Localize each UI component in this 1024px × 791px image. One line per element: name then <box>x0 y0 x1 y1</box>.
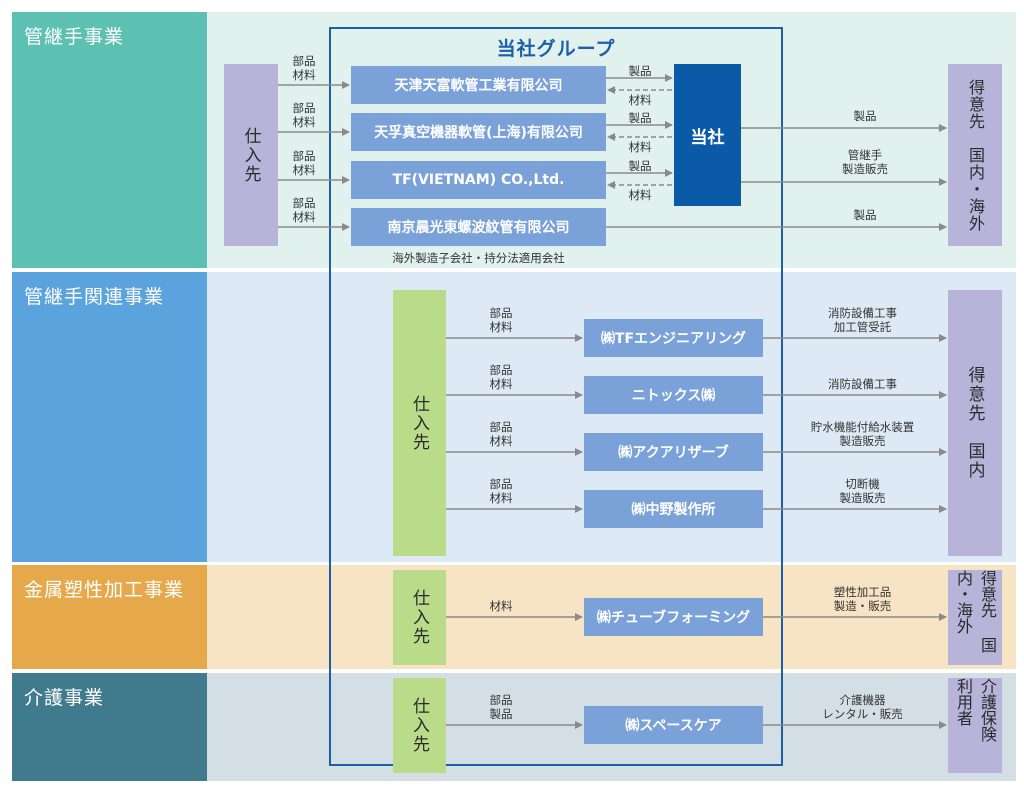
group-border <box>329 27 783 766</box>
label-product-3: 製品 <box>628 159 652 173</box>
seg1-output-label-1: 製品 <box>853 109 877 123</box>
segment-label-metal-forming: 金属塑性加工事業 <box>12 565 207 669</box>
company-tube-forming: ㈱チューブフォーミング <box>584 598 763 636</box>
company-shanghai: 天孚真空機器軟管(上海)有限公司 <box>351 113 606 151</box>
label-material-2: 材料 <box>628 140 652 154</box>
seg1-input-label-2: 部品 材料 <box>292 101 316 129</box>
seg4-supplier-box: 仕入先 <box>393 678 446 773</box>
seg4-output-label: 介護機器 レンタル・販売 <box>822 693 903 721</box>
company-nakano: ㈱中野製作所 <box>584 490 763 528</box>
company-tianjin: 天津天富軟管工業有限公司 <box>351 66 606 104</box>
seg4-customer-box: 介護保険 利用者 <box>948 678 1002 773</box>
seg2-input-label-3: 部品 材料 <box>489 420 513 448</box>
seg2-output-label-4: 切断機 製造販売 <box>839 477 886 505</box>
company-aqua-reserve: ㈱アクアリザーブ <box>584 433 763 471</box>
segment-label-pipe-joint: 管継手事業 <box>12 12 207 268</box>
seg3-supplier-box: 仕入先 <box>393 570 446 665</box>
label-product-2: 製品 <box>628 111 652 125</box>
company-vietnam: TF(VIETNAM) CO.,Ltd. <box>351 161 606 199</box>
seg3-output-label: 塑性加工品 製造・販売 <box>833 585 892 613</box>
seg3-input-label: 材料 <box>489 599 513 613</box>
label-material-3: 材料 <box>628 188 652 202</box>
seg2-input-label-1: 部品 材料 <box>489 306 513 334</box>
seg1-input-label-3: 部品 材料 <box>292 149 316 177</box>
label-product-1: 製品 <box>628 64 652 78</box>
seg4-input-label: 部品 製品 <box>489 693 513 721</box>
company-space-care: ㈱スペースケア <box>584 706 763 744</box>
group-title: 当社グループ <box>496 38 616 60</box>
label-material-1: 材料 <box>628 93 652 107</box>
tousha-box: 当社 <box>674 64 741 206</box>
segment-label-pipe-joint-related: 管継手関連事業 <box>12 272 207 562</box>
seg2-output-label-2: 消防設備工事 <box>828 377 897 391</box>
seg2-supplier-box: 仕入先 <box>393 290 446 556</box>
seg2-output-label-1: 消防設備工事 加工管受託 <box>828 306 897 334</box>
company-nanjing: 南京晨光東螺波紋管有限公司 <box>351 208 606 246</box>
segment-label-nursing-care: 介護事業 <box>12 673 207 781</box>
group-note: 海外製造子会社・持分法適用会社 <box>392 251 565 265</box>
seg2-customer-box: 得意先 国内 <box>948 290 1002 556</box>
seg1-output-label-2: 管継手 製造販売 <box>842 148 888 176</box>
seg1-input-label-4: 部品 材料 <box>292 196 316 224</box>
company-nitox: ニトックス㈱ <box>584 376 763 414</box>
seg3-customer-box: 得意先 国内・海外 <box>948 570 1002 665</box>
seg1-supplier-box: 仕入先 <box>224 64 278 246</box>
seg2-input-label-2: 部品 材料 <box>489 363 513 391</box>
seg2-input-label-4: 部品 材料 <box>489 477 513 505</box>
company-tf-engineering: ㈱TFエンジニアリング <box>584 319 763 357</box>
seg1-customer-box: 得意先 国内・海外 <box>948 64 1002 246</box>
seg1-input-label-1: 部品 材料 <box>292 54 316 82</box>
seg1-output-label-3: 製品 <box>853 208 877 222</box>
seg2-output-label-3: 貯水機能付給水装置 製造販売 <box>810 420 915 448</box>
